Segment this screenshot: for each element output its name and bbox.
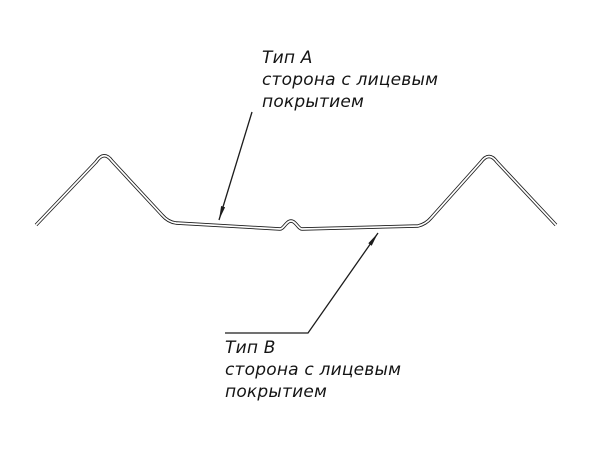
- profile-inner-highlight: [35, 154, 557, 230]
- callout-a-title: Тип А: [262, 48, 313, 68]
- arrowhead-a: [219, 206, 226, 220]
- callout-b-line2: покрытием: [225, 382, 328, 402]
- callout-b-title: Тип В: [225, 338, 276, 358]
- profile-outline: [34, 154, 558, 231]
- leader-line-a: [218, 111, 253, 221]
- callout-b-line1: сторона с лицевым: [225, 360, 402, 380]
- callout-a-line1: сторона с лицевым: [262, 70, 439, 90]
- leader-line-b: [225, 232, 379, 334]
- arrowhead-b: [368, 233, 378, 246]
- callout-a-line2: покрытием: [262, 92, 365, 112]
- callout-type-b: Тип В сторона с лицевым покрытием: [225, 337, 401, 403]
- callout-type-a: Тип А сторона с лицевым покрытием: [262, 47, 438, 113]
